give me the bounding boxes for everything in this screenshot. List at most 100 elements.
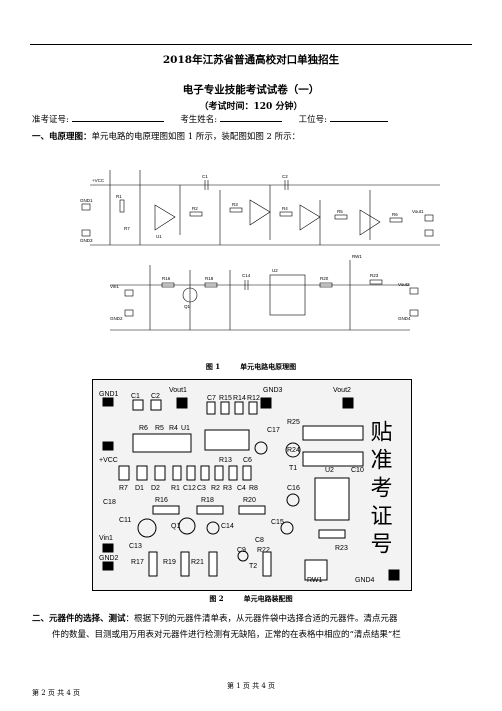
schem-label-gnd2: GND2 <box>110 316 123 321</box>
pcb-label-r16: R16 <box>155 497 168 504</box>
pcb-label-vout2: Vout2 <box>333 387 351 394</box>
section2-heading: 二、元器件的选择、测试 <box>32 614 126 624</box>
pcb-label-c8: C8 <box>255 537 264 544</box>
pcb-label-c3: C3 <box>197 485 206 492</box>
schematic-diagram: R1 R2 R3 R4 R5 R6 R7 C1 C2 U1 +VCC Vout1… <box>80 170 440 331</box>
pcb-label-r17: R17 <box>131 559 144 566</box>
pcb-label-r4: R4 <box>169 425 178 432</box>
schem-label-rw1: RW1 <box>352 254 362 259</box>
schem-label-c1: C1 <box>202 174 208 179</box>
exam-time: （考试时间：120 分钟） <box>199 102 303 112</box>
pcb-label-c12: C12 <box>183 485 196 492</box>
station-blank[interactable] <box>329 112 388 122</box>
schem-label-c2: C2 <box>282 174 288 179</box>
figure1-title: 单元电路电原理图 <box>240 362 297 371</box>
pcb-label-d2: D2 <box>151 485 160 492</box>
pcb-label-c13: C13 <box>129 543 142 550</box>
schem-label-gnd1: GND1 <box>80 198 93 203</box>
footer-left-page: 第 2 页 共 4 页 <box>32 689 81 697</box>
schem-label-vout2: Vout2 <box>398 282 410 287</box>
station-label: 工位号: <box>298 115 327 125</box>
pcb-label-c6: C6 <box>243 457 252 464</box>
name-label: 考生姓名: <box>180 115 218 125</box>
schem-label-r6: R6 <box>392 212 398 217</box>
schem-label-vcc: +VCC <box>92 178 105 183</box>
pcb-label-r20: R20 <box>243 497 256 504</box>
schem-label-r20: R20 <box>320 276 329 281</box>
pcb-label-r8: R8 <box>249 485 258 492</box>
pcb-label-gnd1: GND1 <box>99 391 119 398</box>
schem-label-r16: R16 <box>162 276 171 281</box>
pcb-label-c1: C1 <box>131 393 140 400</box>
pcb-label-r13: R13 <box>219 457 232 464</box>
section2-line2: 件的数量、目测或用万用表对元器件进行检测有无缺陷，正常的在表格中相应的“清点结果… <box>52 630 401 640</box>
pcb-label-r7: R7 <box>119 485 128 492</box>
schem-label-r1: R1 <box>116 194 122 199</box>
schem-label-u2: U2 <box>272 268 278 273</box>
name-blank[interactable] <box>219 112 282 122</box>
pcb-label-c11: C11 <box>119 517 131 524</box>
pcb-label-c10: C10 <box>351 467 364 474</box>
pcb-label-r21: R21 <box>191 559 204 566</box>
pcb-label-c14: C14 <box>221 523 234 530</box>
pcb-label-t2: T2 <box>249 563 257 570</box>
pcb-label-c15: C15 <box>271 519 284 526</box>
section1: 一、电原理图：单元电路的电原理图如图 1 所示，装配图如图 2 所示： <box>32 130 300 142</box>
section1-text: 单元电路的电原理图如图 1 所示，装配图如图 2 所示： <box>91 132 301 142</box>
schem-label-r7: R7 <box>124 226 130 231</box>
exam-title: 2018年江苏省普通高校对口单独招生 <box>162 54 340 66</box>
pcb-label-vcc: +VCC <box>99 457 118 464</box>
pcb-label-t1: T1 <box>289 465 297 472</box>
pcb-sticker-text: 贴准考证号 <box>367 420 393 560</box>
pcb-label-c4: C4 <box>237 485 246 492</box>
schem-label-r2: R2 <box>192 206 198 211</box>
pcb-label-r15: R15 <box>219 395 232 402</box>
schem-label-vout1: Vout1 <box>412 209 424 214</box>
pcb-label-u2: U2 <box>325 467 334 474</box>
pcb-label-c16: C16 <box>287 485 300 492</box>
pcb-label-c17: C17 <box>267 427 280 434</box>
pcb-label-r24: R24 <box>287 447 300 454</box>
pcb-label-r22: R22 <box>257 547 270 554</box>
top-rule <box>30 44 472 45</box>
pcb-label-gnd3: GND3 <box>263 387 283 394</box>
schem-label-c14: C14 <box>242 273 251 278</box>
schem-label-r5: R5 <box>337 209 343 214</box>
schem-label-r23: R23 <box>370 273 379 278</box>
pcb-label-r14: R14 <box>233 395 246 402</box>
schem-label-r3: R3 <box>232 202 238 207</box>
figure2-title: 单元电路装配图 <box>243 594 293 603</box>
assembly-diagram: GND1 C1 C2 Vout1 GND3 Vout2 C7 R15 R14 R… <box>92 379 412 591</box>
figure2-caption: 图 2 单元电路装配图 <box>0 594 502 604</box>
pcb-label-c18: C18 <box>103 499 116 506</box>
pcb-label-rw1: RW1 <box>307 577 323 584</box>
section1-heading: 一、电原理图： <box>32 132 92 142</box>
pcb-label-r6: R6 <box>139 425 148 432</box>
figure2-number: 图 2 <box>209 594 224 603</box>
pcb-label-r12: R12 <box>247 395 260 402</box>
pcb-label-c2: C2 <box>151 393 160 400</box>
pcb-label-q1: Q1 <box>171 523 180 530</box>
pcb-label-u1: U1 <box>181 425 190 432</box>
schem-label-gnd4: GND4 <box>398 316 411 321</box>
pcb-label-gnd4: GND4 <box>355 577 375 584</box>
pcb-label-c9: C9 <box>237 547 246 554</box>
schem-label-vin1: Vin1 <box>110 284 119 289</box>
ticket-blank[interactable] <box>71 112 164 122</box>
schem-label-r4: R4 <box>282 206 288 211</box>
section2: 二、元器件的选择、测试：根据下列的元器件清单表，从元器件袋中选择合适的元器件。清… <box>32 611 478 643</box>
candidate-info-row: 准考证号: 考生姓名: 工位号: <box>32 112 472 125</box>
pcb-label-gnd2: GND2 <box>99 555 119 562</box>
pcb-label-d1: D1 <box>135 485 144 492</box>
pcb-label-c7: C7 <box>207 395 216 402</box>
section2-line1: ：根据下列的元器件清单表，从元器件袋中选择合适的元器件。清点元器 <box>125 614 398 624</box>
pcb-label-r18: R18 <box>201 497 214 504</box>
pcb-label-r23: R23 <box>335 545 348 552</box>
pcb-label-vout1: Vout1 <box>169 387 187 394</box>
pcb-label-r19: R19 <box>163 559 176 566</box>
pcb-label-r5: R5 <box>155 425 164 432</box>
schem-label-r18: R18 <box>205 276 214 281</box>
schem-label-gnd3: GND3 <box>80 238 93 243</box>
pcb-label-r1: R1 <box>171 485 180 492</box>
